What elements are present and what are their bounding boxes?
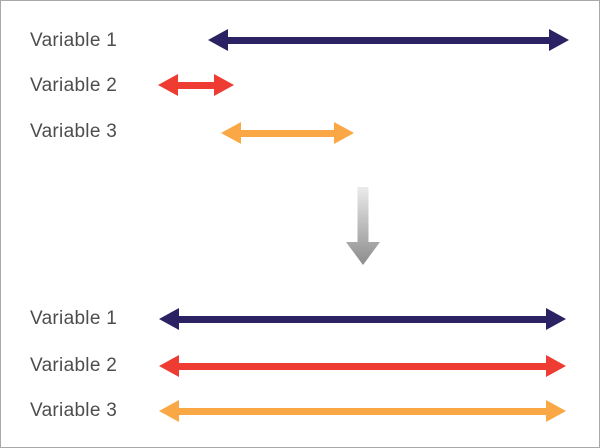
arrow-left-head-icon [159,355,179,377]
down-arrow-icon [346,187,380,265]
arrow-left-head-icon [159,308,179,330]
before-variable-1-label: Variable 1 [30,30,118,51]
arrow-left-head-icon [221,122,241,144]
arrow-right-head-icon [334,122,354,144]
arrow-shaft [179,407,546,415]
arrow-left-head-icon [208,29,228,51]
arrow-right-head-icon [214,74,234,96]
after-variable-1-label: Variable 1 [30,308,118,329]
after-variable-3-range-arrow [159,399,566,423]
arrow-shaft [179,362,546,370]
arrow-right-head-icon [546,355,566,377]
arrow-right-head-icon [546,400,566,422]
arrow-shaft [228,36,549,44]
after-variable-2-range-arrow [159,354,566,378]
arrow-shaft [241,129,334,137]
before-variable-1-range-arrow [208,28,569,52]
before-variable-2-range-arrow [158,73,234,97]
before-variable-3-range-arrow [221,121,354,145]
arrow-right-head-icon [549,29,569,51]
before-variable-2-label: Variable 2 [30,75,118,96]
after-variable-2-label: Variable 2 [30,355,118,376]
after-variable-1-range-arrow [159,307,566,331]
arrow-shaft [179,315,546,323]
arrow-shaft [178,81,214,89]
arrow-right-head-icon [546,308,566,330]
arrow-left-head-icon [159,400,179,422]
after-variable-3-label: Variable 3 [30,400,118,421]
before-variable-3-label: Variable 3 [30,121,118,142]
arrow-left-head-icon [158,74,178,96]
